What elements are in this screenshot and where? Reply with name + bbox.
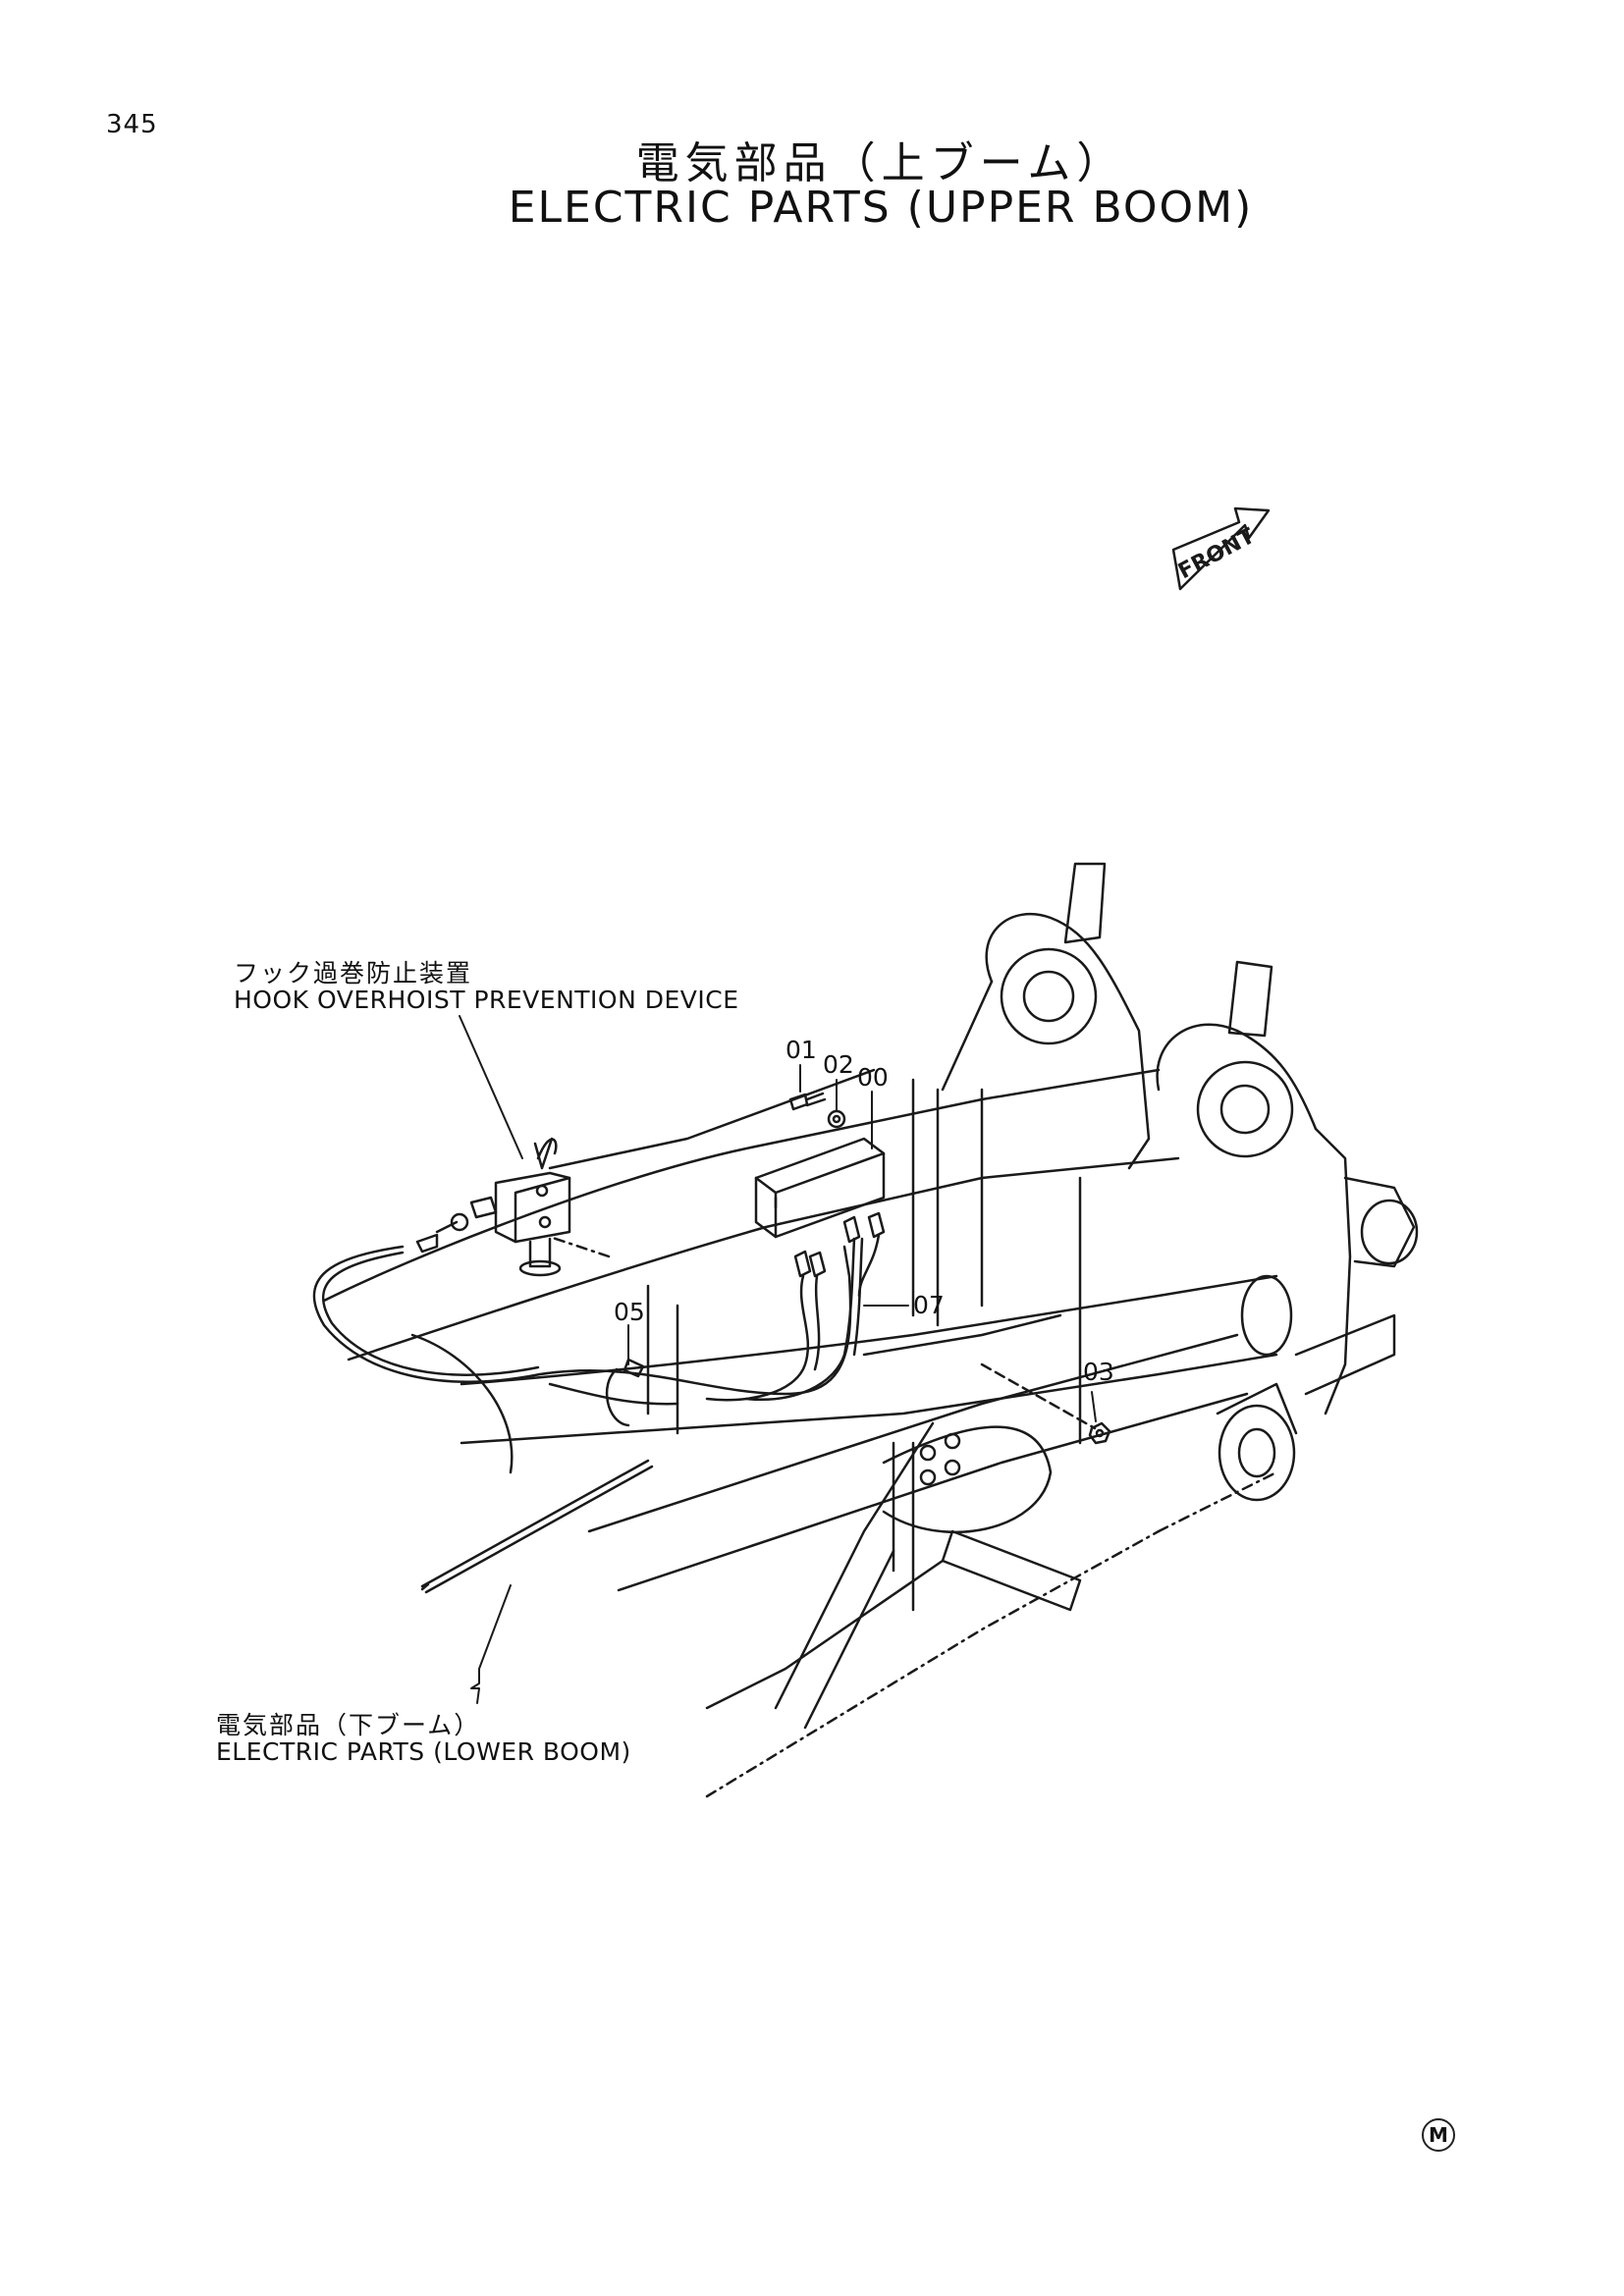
part-number-02: 02	[823, 1050, 854, 1079]
washer-02	[827, 1109, 846, 1129]
hook-overhoist-device	[494, 1137, 571, 1277]
part-number-01: 01	[785, 1036, 817, 1064]
leader-lines	[459, 1015, 1097, 1704]
part-number-03: 03	[1083, 1358, 1114, 1386]
front-arrow-icon: FRONT	[1171, 507, 1271, 591]
boom-chord-upper	[322, 1068, 1180, 1474]
page-title-japanese: 電気部品（上ブーム）	[635, 138, 1126, 188]
manufacturer-mark: M	[1422, 2118, 1455, 2152]
boom-base-lines	[548, 1235, 1278, 1798]
part-number-05: 05	[614, 1298, 645, 1326]
hook-device-label-japanese: フック過巻防止装置	[234, 959, 473, 988]
hook-device-connector	[415, 1196, 498, 1254]
clamp-05	[605, 1358, 645, 1427]
bolt-01	[788, 1092, 827, 1111]
boom-head-plate-rear	[941, 862, 1151, 1170]
page-number: 345	[106, 110, 158, 139]
boom-head-plate-front	[1156, 960, 1419, 1415]
hook-device-label-english: HOOK OVERHOIST PREVENTION DEVICE	[234, 986, 739, 1014]
boom-chord-lower	[460, 1274, 1293, 1592]
lower-boom-label-english: ELECTRIC PARTS (LOWER BOOM)	[216, 1737, 631, 1766]
lower-boom-cable	[420, 1459, 654, 1594]
junction-box	[754, 1137, 886, 1239]
wiring-harness	[548, 1274, 821, 1406]
cable-07	[744, 1233, 881, 1401]
boom-lattice	[646, 1078, 1396, 1730]
part-number-00: 00	[857, 1063, 889, 1092]
nut-03	[980, 1362, 1111, 1445]
hook-device-cable	[312, 1245, 852, 1396]
part-number-07: 07	[913, 1291, 945, 1319]
lower-boom-label-japanese: 電気部品（下ブーム）	[216, 1711, 481, 1739]
cable-fittings	[793, 1211, 886, 1278]
page-title-english: ELECTRIC PARTS (UPPER BOOM)	[508, 183, 1254, 233]
front-arrow-label: FRONT	[1174, 524, 1259, 585]
